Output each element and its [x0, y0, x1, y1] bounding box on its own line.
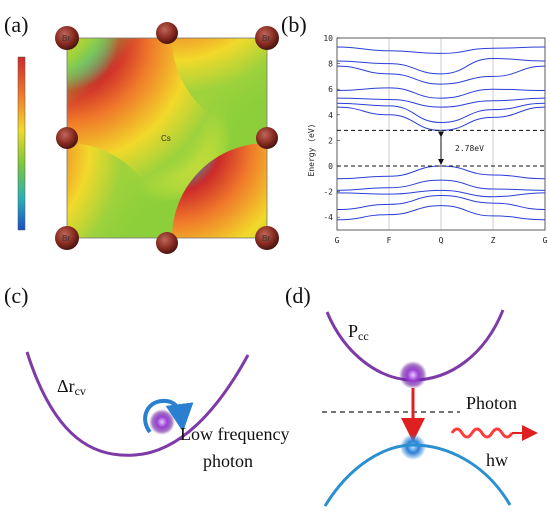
- atom-spheres: [55, 22, 279, 254]
- rotation-arrow: [143, 398, 194, 434]
- photon-wave: [450, 427, 514, 439]
- hw-label: hw: [486, 450, 508, 470]
- k-point-lines: [388, 38, 494, 230]
- y-tick-label: 6: [328, 85, 333, 94]
- p-cc-label: Pcc: [348, 321, 369, 343]
- panel-a: (a) Cs Br Br: [4, 12, 279, 254]
- panel-b-label: (b): [281, 12, 307, 37]
- band-line-9: [337, 65, 545, 85]
- panel-c-label: (c): [4, 283, 28, 308]
- band-line-2: [337, 189, 545, 198]
- band-line-8: [337, 87, 545, 99]
- colorbar: [17, 56, 26, 231]
- y-tick-label: -2: [323, 188, 333, 197]
- x-tick-label: G: [335, 236, 340, 245]
- parabola-c: [25, 351, 250, 457]
- x-tick-label: Z: [491, 236, 496, 245]
- panel-c: (c) Δrcv Low frequency photon: [4, 283, 289, 471]
- low-frequency-text: Low frequency: [180, 424, 289, 444]
- band-line-3: [337, 179, 545, 191]
- band-line-4: [337, 165, 545, 180]
- delta-r-label: Δrcv: [57, 376, 86, 398]
- y-tick-label: 2: [328, 136, 333, 145]
- br-label-tl: Br: [62, 34, 70, 43]
- panel-a-label: (a): [4, 12, 28, 37]
- y-tick-label: 8: [328, 60, 333, 69]
- y-tick-label: 4: [328, 111, 333, 120]
- br-label-tr: Br: [262, 34, 270, 43]
- panel-b: (b) 10 8 6 4 2 0 -2 -4 G F Q Z G Energy (eV) 2.78eV: [281, 12, 548, 245]
- center-atom-label: Cs: [161, 134, 171, 143]
- y-tick-label: 10: [323, 34, 333, 43]
- band-line-10: [337, 57, 545, 75]
- gap-label: 2.78eV: [455, 144, 484, 153]
- gap-lines: [337, 129, 545, 167]
- band-ylabel: Energy (eV): [307, 124, 316, 177]
- y-tick-label: -4: [323, 213, 333, 222]
- x-tick-label: F: [387, 236, 392, 245]
- band-line-0: [337, 205, 545, 221]
- photon-text-c: photon: [203, 451, 253, 471]
- photon-label-d: Photon: [466, 393, 517, 413]
- band-line-5: [337, 106, 545, 131]
- valence-band-curve: [323, 443, 512, 507]
- band-lines: [337, 46, 545, 221]
- band-line-11: [337, 46, 545, 54]
- x-tick-label: Q: [439, 236, 444, 245]
- band-line-7: [337, 97, 545, 108]
- br-label-bl: Br: [62, 234, 70, 243]
- band-line-6: [337, 102, 545, 123]
- panel-d: (d) Pcc Photon hw: [285, 283, 538, 507]
- y-tick-label: 0: [328, 162, 333, 171]
- band-line-1: [337, 194, 545, 211]
- electron-c: [149, 409, 175, 435]
- hole-d: [400, 434, 426, 460]
- br-label-br: Br: [262, 234, 270, 243]
- x-tick-label: G: [543, 236, 548, 245]
- panel-d-label: (d): [285, 283, 311, 308]
- electron-d: [399, 361, 427, 389]
- charge-density-map: [67, 38, 267, 238]
- y-ticks: 10 8 6 4 2 0 -2 -4: [323, 34, 340, 222]
